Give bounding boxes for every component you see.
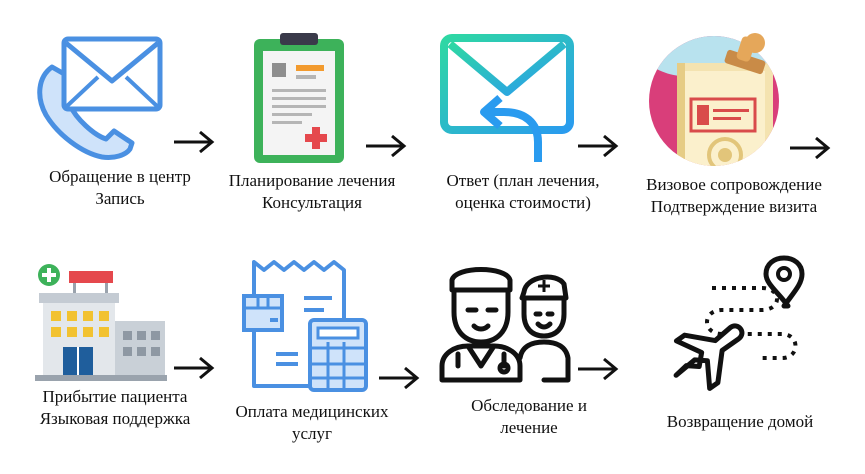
arrow-right-icon <box>366 134 407 158</box>
arrow-right-icon <box>174 356 215 380</box>
arrow-right-icon <box>379 366 420 390</box>
step-label: Ответ (план лечения,оценка стоимости) <box>446 171 600 212</box>
reply-mail-icon <box>440 34 574 162</box>
step-label: Возвращение домой <box>666 412 814 431</box>
arrow-right-icon <box>174 130 215 154</box>
hospital-icon <box>35 264 167 381</box>
clipboard-icon <box>254 33 344 163</box>
receipt-calculator-icon <box>242 260 368 392</box>
visa-stamp-icon <box>649 33 779 166</box>
arrow-right-icon <box>790 136 831 160</box>
phone-mail-icon <box>37 36 163 160</box>
doctor-nurse-icon <box>439 267 571 383</box>
arrow-right-icon <box>578 357 619 381</box>
arrow-right-icon <box>578 134 619 158</box>
airplane-route-icon <box>673 255 805 391</box>
